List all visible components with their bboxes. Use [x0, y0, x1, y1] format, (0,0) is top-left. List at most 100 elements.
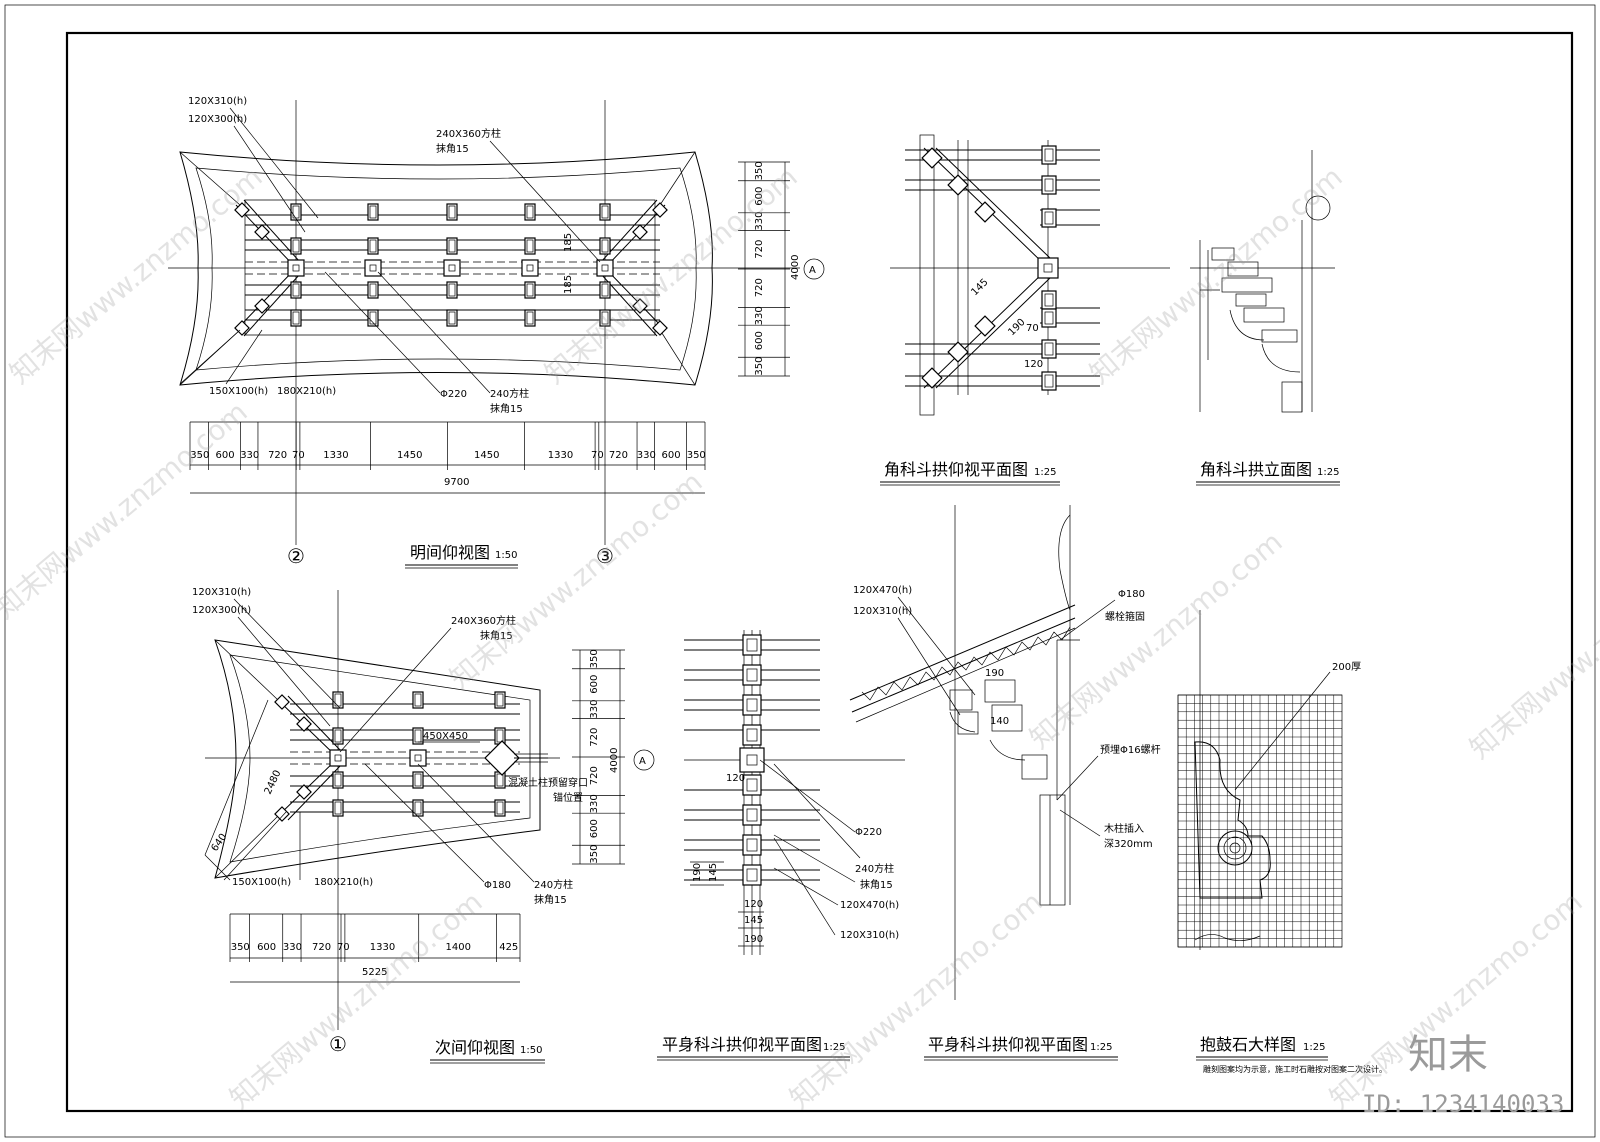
mj-bracket-col1-0: [367, 203, 379, 221]
mj-rdim-1: 600: [754, 187, 765, 206]
cj-corner-bracket-0: [274, 694, 290, 710]
mj-label-7: Φ220: [440, 389, 467, 400]
cj-rdim-7: 350: [589, 845, 600, 864]
mj-bracket-col0-3: [290, 309, 302, 327]
mingjian-right-total: 4000: [790, 255, 801, 280]
cj-label-6: 混凝土柱预留穿口: [508, 776, 588, 789]
mj-dim-9: 70: [591, 450, 604, 461]
watermark-9: 知末网www.znzmo.com: [783, 885, 1048, 1115]
mj-label-8: 240方柱: [490, 387, 529, 400]
ps-block-7: [742, 864, 762, 886]
mj-corner-bracket-2: [652, 202, 668, 218]
pingshen-plan-view: Φ220 240方柱 抹角15 120X470(h) 120X310(h) 12…: [657, 630, 905, 1061]
cj-bracket-col0-3: [332, 799, 344, 817]
mj-dim-10: 720: [609, 450, 628, 461]
jiaoke-plan-title: 角科斗拱仰视平面图: [884, 460, 1028, 479]
baoguishi-note: 雕刻图案均为示意，施工时石雕按对图案二次设计。: [1203, 1064, 1387, 1074]
cj-dim-4: 70: [337, 942, 350, 953]
mj-dim-8: 1330: [548, 450, 573, 461]
baoguishi-view: 200厚 抱鼓石大样图 1:25 雕刻图案均为示意，施工时石雕按对图案二次设计。: [1177, 610, 1387, 1074]
mj-bracket-col4-2: [599, 281, 611, 299]
cj-rdim-2: 330: [589, 700, 600, 719]
cj-dim-6: 1400: [446, 942, 471, 953]
ps-block-4: [742, 774, 762, 796]
mj-dim-5: 1330: [323, 450, 348, 461]
cj-bracket-col0-2: [332, 771, 344, 789]
jiaoke-dim-3: 70: [1026, 323, 1039, 334]
jk-diag-block-4: [947, 341, 969, 363]
cj-dim-2: 330: [283, 942, 302, 953]
ps-label-1: Φ220: [855, 827, 882, 838]
mj-corner-bracket-3: [652, 320, 668, 336]
mj-bracket-col4-0: [599, 203, 611, 221]
mj-label-9: 抹角15: [490, 402, 523, 415]
mingjian-scale: 1:50: [495, 550, 517, 561]
cj-dim-1: 600: [257, 942, 276, 953]
cijian-scale: 1:50: [520, 1045, 542, 1056]
cj-rdim-6: 600: [589, 819, 600, 838]
pingshen-section-view: 120X470(h) 120X310(h) Φ180 螺栓箍固 预埋Φ16螺杆 …: [849, 505, 1161, 1061]
mingjian-title: 明间仰视图: [410, 543, 490, 562]
cijian-right-total: 4000: [609, 748, 620, 773]
cijian-axis-a: A: [639, 756, 646, 767]
jk-block-5: [1041, 339, 1057, 359]
cijian-diag-2: 640: [209, 832, 229, 854]
cj-dim-3: 720: [312, 942, 331, 953]
mj-bracket-col0-0: [290, 203, 302, 221]
ps-label-3: 抹角15: [860, 878, 893, 891]
pingshen-plan-scale: 1:25: [823, 1042, 845, 1053]
mj-rdim-2: 330: [754, 212, 765, 231]
mingjian-axis-a: A: [809, 265, 816, 276]
cj-label-2: 120X300(h): [192, 605, 251, 616]
jk-block-0: [1041, 145, 1057, 165]
mj-dim-3: 720: [268, 450, 287, 461]
pss-label-7: 深320mm: [1104, 838, 1153, 850]
cijian-total: 5225: [362, 967, 387, 978]
jk-block-4: [1041, 308, 1057, 328]
jiaoke-elev-scale: 1:25: [1317, 467, 1339, 478]
cj-bracket-col0-1: [332, 727, 344, 745]
cj-rdim-3: 720: [589, 728, 600, 747]
pingshen-section-title: 平身科斗拱仰视平面图: [928, 1035, 1088, 1054]
ps-label-4: 120X470(h): [840, 900, 899, 911]
mj-dim-7: 1450: [474, 450, 499, 461]
ps-dim-4: 120: [744, 899, 763, 910]
mj-column-2: [443, 259, 461, 277]
mj-column-4: [596, 259, 614, 277]
mj-bracket-col2-0: [446, 203, 458, 221]
ps-block-0: [742, 634, 762, 656]
ps-dim-6: 190: [744, 934, 763, 945]
watermark-1: 知末网www.znzmo.com: [3, 160, 268, 390]
drawing-frame: [65, 31, 1574, 1113]
jk-diag-block-5: [974, 315, 996, 337]
pss-label-2: 120X310(h): [853, 606, 912, 617]
cj-bracket-col2-3: [494, 799, 506, 817]
pss-label-1: 120X470(h): [853, 585, 912, 596]
cj-corner-bracket-2: [296, 716, 312, 732]
mj-bracket-col1-3: [367, 309, 379, 327]
watermark-10: 知末网www.znzmo.com: [1323, 885, 1588, 1115]
baoguishi-title: 抱鼓石大样图: [1200, 1035, 1296, 1054]
mj-label-1: 120X310(h): [188, 96, 247, 107]
watermark-7: 知末网www.znzmo.com: [1463, 535, 1600, 765]
mj-column-0: [287, 259, 305, 277]
mj-corner-bracket-6: [632, 224, 648, 240]
ps-dim-3: 145: [708, 863, 719, 882]
jk-diag-block-1: [947, 174, 969, 196]
mingjian-axis-2: ②: [287, 544, 305, 568]
cj-label-11: 240方柱: [534, 878, 573, 891]
mj-rdim-6: 600: [754, 331, 765, 350]
mj-corner-bracket-0: [234, 202, 250, 218]
cj-bracket-col1-0: [412, 691, 424, 709]
ps-dim-5: 145: [744, 915, 763, 926]
jiaoke-plan-view: 145 190 70 120 角科斗拱仰视平面图 1:25: [880, 134, 1170, 486]
mj-bracket-col0-2: [290, 281, 302, 299]
cj-rdim-0: 350: [589, 649, 600, 668]
mj-corner-bracket-5: [254, 298, 270, 314]
mingjian-total: 9700: [444, 477, 469, 488]
watermark-2: 知末网www.znzmo.com: [538, 160, 803, 390]
mj-bracket-col3-3: [524, 309, 536, 327]
cj-label-1: 120X310(h): [192, 587, 251, 598]
